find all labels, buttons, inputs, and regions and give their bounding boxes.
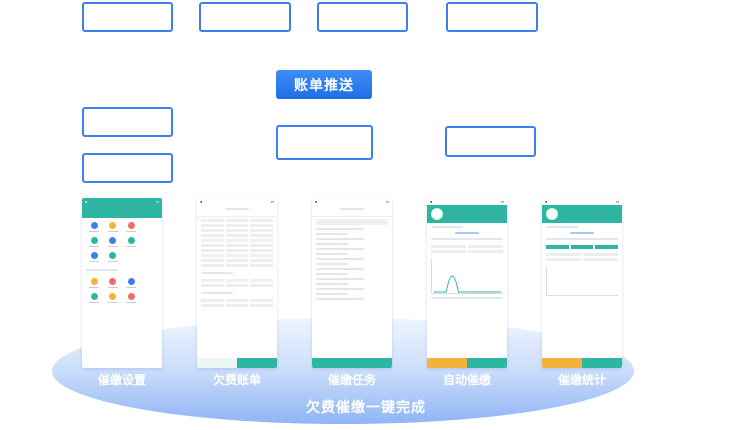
platform-title: 欠费催缴一键完成 [306, 400, 426, 416]
settings-icon-grid [82, 218, 162, 266]
right-box [445, 126, 536, 157]
top-box-3 [317, 2, 408, 32]
phone-label-tasks: 催缴任务 [327, 373, 376, 387]
left-box-1 [82, 107, 173, 137]
phone-label-bills: 欠费账单 [212, 373, 261, 387]
left-box-2 [82, 153, 173, 183]
bill-push-button[interactable]: 账单推送 [276, 70, 372, 99]
phone-tasks-screen: ●▪▪ [312, 198, 392, 368]
phone-label-auto: 自动催缴 [442, 373, 491, 387]
top-box-2 [199, 2, 291, 32]
phone-label-stats: 催缴统计 [557, 373, 606, 387]
auto-trend-line [434, 275, 501, 293]
phone-label-settings: 催缴设置 [97, 373, 146, 387]
top-box-4 [446, 2, 538, 32]
phone-auto-screen: ●▪▪ [427, 198, 507, 368]
phone-settings-screen: ●▪▪ [82, 198, 162, 368]
phone-stats-screen: ●▪▪ [542, 198, 622, 368]
phone-bills-screen: ●▪▪ [197, 198, 277, 368]
middle-box [276, 125, 373, 160]
top-box-1 [82, 2, 173, 32]
